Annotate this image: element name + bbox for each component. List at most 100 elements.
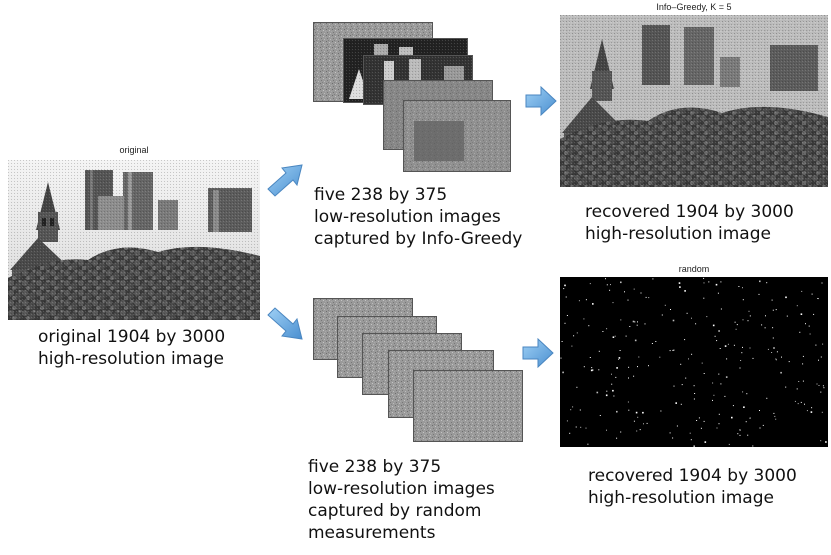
noise-speck <box>773 347 775 349</box>
noise-speck <box>820 440 822 442</box>
original-image-title: original <box>119 145 149 155</box>
noise-speck <box>818 359 819 361</box>
noise-speck <box>664 304 666 306</box>
noise-speck <box>703 297 705 299</box>
noise-speck <box>583 366 585 368</box>
noise-speck <box>701 362 703 364</box>
noise-speck <box>620 319 622 321</box>
noise-speck <box>712 324 715 327</box>
noise-speck <box>775 359 777 361</box>
random-stack-caption-line-2: low-resolution images <box>308 479 495 499</box>
noise-speck <box>732 405 734 407</box>
noise-speck <box>680 363 682 365</box>
noise-speck <box>718 330 720 332</box>
noise-speck <box>759 410 760 411</box>
random-recovered-image <box>560 277 828 447</box>
noise-speck <box>585 427 587 429</box>
noise-speck <box>743 406 745 408</box>
noise-speck <box>731 416 733 419</box>
noise-speck <box>738 286 740 287</box>
noise-speck <box>746 393 748 395</box>
noise-speck <box>614 335 616 337</box>
noise-speck <box>573 335 575 337</box>
noise-speck <box>628 366 630 368</box>
noise-speck <box>703 420 705 422</box>
noise-speck <box>759 280 761 283</box>
noise-speck <box>808 325 810 327</box>
noise-speck <box>742 299 744 301</box>
noise-speck <box>749 315 751 317</box>
noise-speck <box>771 352 773 353</box>
arrow-diagonal-up-icon <box>267 164 303 197</box>
noise-speck <box>693 445 695 447</box>
noise-speck <box>563 288 565 290</box>
noise-speck <box>785 296 787 299</box>
noise-speck <box>772 327 774 329</box>
noise-speck <box>822 343 824 345</box>
noise-speck <box>800 401 802 403</box>
noise-speck <box>734 321 736 323</box>
noise-speck <box>569 432 571 434</box>
noise-speck <box>686 312 688 314</box>
noise-speck <box>817 298 819 299</box>
noise-speck <box>752 445 754 447</box>
noise-speck <box>741 352 743 354</box>
noise-speck <box>640 292 642 294</box>
random-result-caption-line-2: high-resolution image <box>588 488 774 508</box>
noise-speck <box>652 278 654 280</box>
noise-speck <box>561 341 563 342</box>
noise-speck <box>642 411 644 414</box>
noise-speck <box>690 439 692 441</box>
noise-speck <box>713 394 715 396</box>
noise-speck <box>737 433 739 435</box>
noise-speck <box>602 331 604 332</box>
noise-speck <box>673 349 675 351</box>
noise-speck <box>638 356 640 358</box>
noise-speck <box>693 398 695 400</box>
noise-speck <box>679 286 681 288</box>
noise-speck <box>598 369 600 371</box>
noise-speck <box>579 409 581 411</box>
noise-speck <box>670 309 671 310</box>
infogreedy-stack-caption-line-3: captured by Info-Greedy <box>314 229 523 249</box>
noise-speck <box>716 340 718 342</box>
noise-speck <box>772 337 774 339</box>
arrow-diagonal-down-icon <box>267 307 303 340</box>
noise-speck <box>804 403 805 405</box>
noise-speck <box>695 323 697 325</box>
noise-speck <box>651 343 653 344</box>
noise-speck <box>634 339 637 342</box>
infogreedy-result-caption: recovered 1904 by 3000 high-resolution i… <box>585 201 794 245</box>
noise-speck <box>612 336 615 338</box>
noise-speck <box>725 376 728 378</box>
noise-speck <box>716 427 718 429</box>
noise-speck <box>820 391 822 393</box>
noise-speck <box>620 281 622 284</box>
noise-speck <box>802 380 804 382</box>
noise-speck <box>728 443 730 445</box>
noise-speck <box>785 386 787 388</box>
noise-speck <box>644 323 646 325</box>
noise-speck <box>810 411 813 413</box>
noise-speck <box>590 369 593 372</box>
original-caption-line-2: high-resolution image <box>38 349 224 369</box>
noise-speck <box>773 412 775 414</box>
noise-speck <box>589 357 591 358</box>
noise-speck <box>739 429 741 431</box>
noise-speck <box>611 373 612 375</box>
noise-speck <box>712 382 714 384</box>
noise-speck <box>635 411 638 414</box>
noise-speck <box>733 344 735 346</box>
noise-speck <box>693 385 695 387</box>
infogreedy-stack-caption-line-2: low-resolution images <box>314 207 501 227</box>
infogreedy-recovered-image <box>560 15 828 187</box>
noise-speck <box>720 308 722 310</box>
noise-speck <box>825 441 827 443</box>
random-stack-caption-line-4: measurements <box>308 523 436 543</box>
noise-speck <box>764 327 766 329</box>
noise-speck <box>633 375 635 377</box>
noise-speck <box>648 297 650 299</box>
noise-speck <box>606 429 607 431</box>
noise-speck <box>739 367 741 369</box>
noise-speck <box>661 314 663 316</box>
